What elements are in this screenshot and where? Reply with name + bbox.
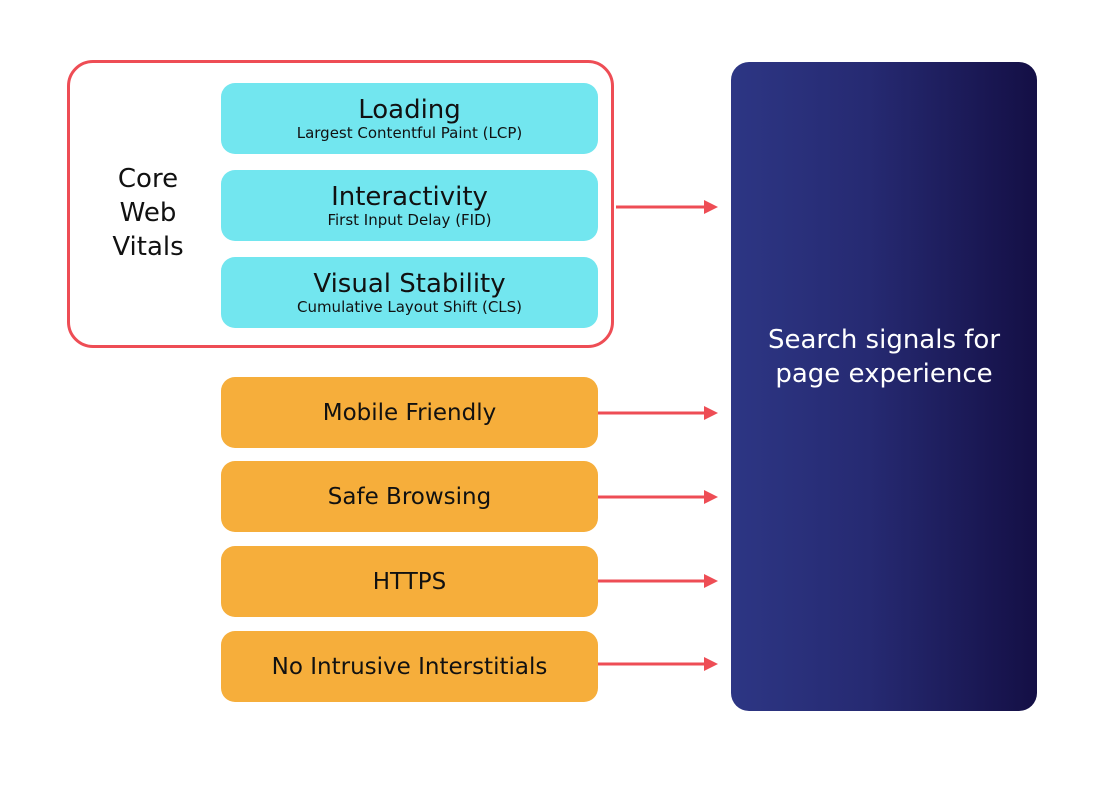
signal-box-safe-browsing: Safe Browsing xyxy=(221,461,598,532)
vital-title: Interactivity xyxy=(331,181,488,212)
signal-box-https: HTTPS xyxy=(221,546,598,617)
signal-label: No Intrusive Interstitials xyxy=(271,653,548,680)
arrow-mobile-friendly xyxy=(598,406,718,420)
arrow-no-intrusive-interstitials xyxy=(598,657,718,671)
core-web-vitals-label: Core Web Vitals xyxy=(112,164,184,262)
target-label: Search signals for page experience xyxy=(767,324,1001,389)
signal-box-mobile-friendly: Mobile Friendly xyxy=(221,377,598,448)
arrow-core-web-vitals xyxy=(616,200,718,214)
vital-box-interactivity: Interactivity First Input Delay (FID) xyxy=(221,170,598,241)
vital-box-loading: Loading Largest Contentful Paint (LCP) xyxy=(221,83,598,154)
arrow-https xyxy=(598,574,718,588)
signal-label: Safe Browsing xyxy=(327,483,492,510)
arrow-safe-browsing xyxy=(598,490,718,504)
vital-subtitle: First Input Delay (FID) xyxy=(327,210,492,229)
vital-subtitle: Largest Contentful Paint (LCP) xyxy=(296,123,523,142)
page-experience-target: Search signals for page experience xyxy=(731,62,1037,711)
vital-title: Visual Stability xyxy=(313,268,506,299)
vital-box-visual-stability: Visual Stability Cumulative Layout Shift… xyxy=(221,257,598,328)
signal-label: HTTPS xyxy=(372,568,447,595)
vital-subtitle: Cumulative Layout Shift (CLS) xyxy=(296,297,523,316)
signal-label: Mobile Friendly xyxy=(322,399,497,426)
vital-title: Loading xyxy=(358,94,461,125)
signal-box-no-intrusive-interstitials: No Intrusive Interstitials xyxy=(221,631,598,702)
